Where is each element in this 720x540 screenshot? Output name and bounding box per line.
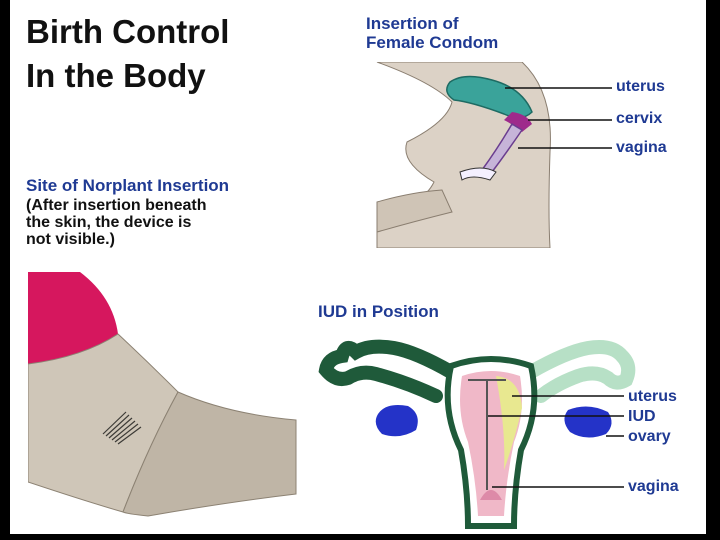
iud-label-ovary: ovary xyxy=(628,428,671,446)
ovary-left xyxy=(376,405,418,436)
fallopian-tube-left xyxy=(326,347,451,396)
norplant-caption: (After insertion beneath the skin, the d… xyxy=(26,197,206,248)
left-frame-border xyxy=(0,0,10,540)
iud-label-vagina: vagina xyxy=(628,478,679,496)
condom-panel-title: Insertion of Female Condom xyxy=(366,14,498,52)
iud-label-uterus: uterus xyxy=(628,388,677,406)
norplant-panel-title: Site of Norplant Insertion xyxy=(26,176,229,195)
page-title: Birth Control In the Body xyxy=(26,10,229,98)
fallopian-tube-right xyxy=(531,347,628,396)
bottom-frame-border xyxy=(0,534,720,540)
ovary-right xyxy=(564,406,611,437)
iud-panel-title: IUD in Position xyxy=(318,302,439,321)
iud-label-iud: IUD xyxy=(628,408,656,426)
condom-label-vagina: vagina xyxy=(616,139,667,157)
condom-label-uterus: uterus xyxy=(616,78,665,96)
norplant-arm-illustration xyxy=(28,272,300,522)
condom-label-cervix: cervix xyxy=(616,110,662,128)
